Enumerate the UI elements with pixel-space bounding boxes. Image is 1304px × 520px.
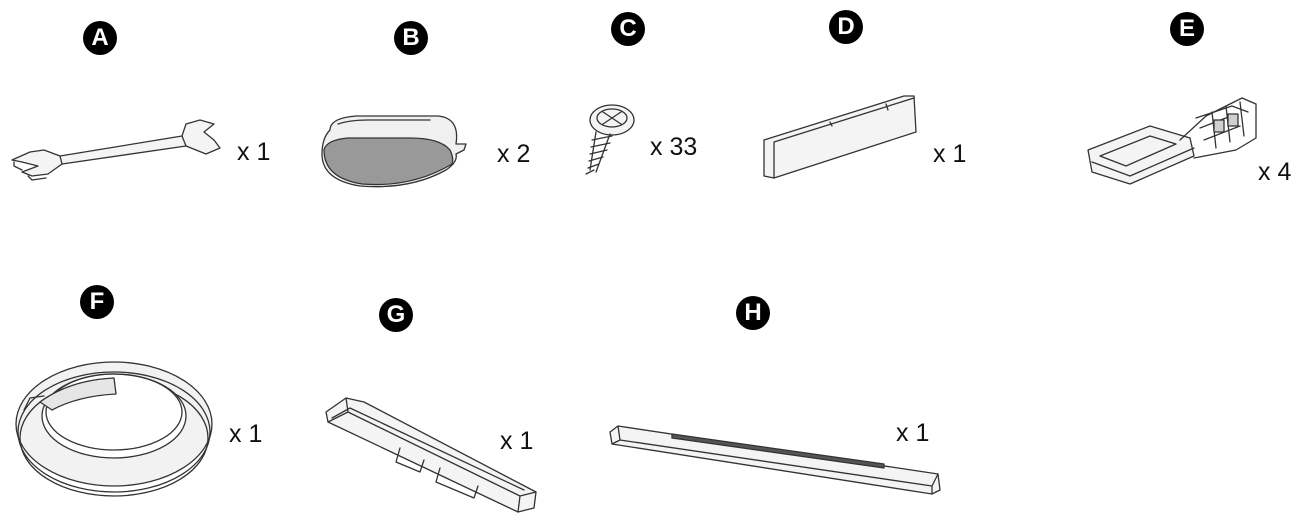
part-quantity-g: x 1 <box>500 427 534 455</box>
part-letter-e: E <box>1170 12 1204 46</box>
part-quantity-c: x 33 <box>650 133 698 161</box>
wrench-icon <box>12 120 220 180</box>
part-letter-f: F <box>80 285 114 319</box>
part-quantity-b: x 2 <box>497 140 531 168</box>
long-strip-icon <box>610 426 940 494</box>
short-bar-icon <box>764 96 916 178</box>
ring-icon <box>16 362 212 496</box>
clip-bracket-icon <box>1088 98 1256 184</box>
part-quantity-h: x 1 <box>896 419 930 447</box>
part-letter-h: H <box>736 296 770 330</box>
part-quantity-f: x 1 <box>229 420 263 448</box>
part-quantity-e: x 4 <box>1258 158 1292 186</box>
part-letter-b: B <box>394 21 428 55</box>
part-quantity-a: x 1 <box>237 138 271 166</box>
rounded-plate-icon <box>322 116 466 187</box>
screw-icon <box>586 105 634 174</box>
part-letter-c: C <box>611 12 645 46</box>
part-letter-g: G <box>379 298 413 332</box>
part-letter-d: D <box>829 10 863 44</box>
part-letter-a: A <box>83 21 117 55</box>
part-quantity-d: x 1 <box>933 140 967 168</box>
rail-icon <box>326 398 536 512</box>
